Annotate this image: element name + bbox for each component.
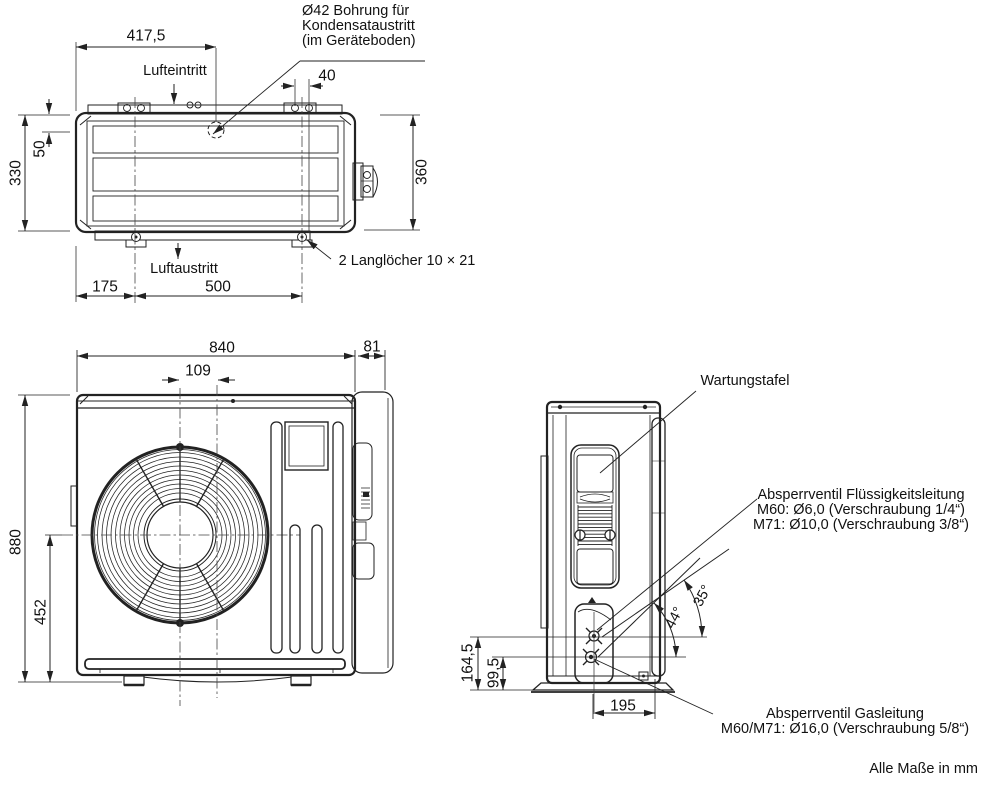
liquid-valve-note-line-1: Absperrventil Flüssigkeitsleitung <box>757 487 965 503</box>
units-note: Alle Maße in mm <box>869 761 978 777</box>
top-view-grille-slats <box>92 125 339 222</box>
gas-valve-note-line-1: Absperrventil Gasleitung <box>766 706 924 722</box>
dim-label-880: 880 <box>7 529 25 555</box>
front-view-drawing <box>18 350 394 706</box>
dim-label-175: 175 <box>92 278 118 296</box>
dim-label-99-5: 99,5 <box>485 657 503 689</box>
pipe-angle-lines <box>597 548 730 658</box>
liquid-valve-note-line-2: M60: Ø6,0 (Verschraubung 1/4“) <box>757 501 965 518</box>
dim-label-195: 195 <box>610 697 636 715</box>
dim-label-840: 840 <box>209 339 235 357</box>
dim-label-50: 50 <box>31 140 49 158</box>
front-view-rear-panel <box>351 391 394 674</box>
dim-label-500: 500 <box>205 278 231 296</box>
drain-note-line-2: Kondensataustritt <box>302 17 415 34</box>
service-panel <box>570 444 620 589</box>
base-plate <box>531 682 675 691</box>
top-view-leaders <box>170 60 425 260</box>
liquid-valve-note: Absperrventil Flüssigkeitsleitung M60: Ø… <box>750 488 972 532</box>
top-view-pipe-connector <box>352 162 378 201</box>
drain-note-line-1: Ø42 Bohrung für <box>302 3 410 19</box>
gas-valve-note: Absperrventil Gasleitung M60/M71: Ø16,0 … <box>710 707 980 737</box>
top-view-dimension-lines <box>18 43 420 300</box>
dim-label-164-5: 164,5 <box>459 643 477 683</box>
dim-label-417-5: 417,5 <box>126 27 166 45</box>
liquid-valve-note-line-3: M71: Ø10,0 (Verschraubung 3/8“) <box>752 516 969 533</box>
side-view-dimension-lines <box>474 637 655 717</box>
dim-label-40: 40 <box>318 67 336 85</box>
nameplate <box>284 421 329 471</box>
dim-label-109: 109 <box>185 362 211 380</box>
slot-note-label: 2 Langlöcher 10 × 21 <box>338 252 476 269</box>
drain-note: Ø42 Bohrung für Kondensataustritt (im Ge… <box>302 4 416 48</box>
front-view-dimension-lines <box>18 350 386 683</box>
service-panel-label: Wartungstafel <box>700 372 790 389</box>
drain-hole <box>207 121 225 139</box>
air-outlet-label: Luftaustritt <box>150 260 218 277</box>
dim-label-330: 330 <box>7 160 25 186</box>
side-view-drawing <box>470 390 758 719</box>
dim-label-81: 81 <box>363 338 381 356</box>
dim-label-360: 360 <box>413 159 431 185</box>
side-view-body-outline <box>545 400 662 685</box>
air-inlet-label: Lufteintritt <box>143 62 207 79</box>
dim-label-452: 452 <box>32 599 50 625</box>
side-view-leaders <box>593 390 758 715</box>
front-view-side-vents <box>270 421 344 654</box>
top-view-body-outline <box>74 111 357 234</box>
drain-note-line-3: (im Geräteboden) <box>302 32 416 49</box>
gas-valve-note-line-2: M60/M71: Ø16,0 (Verschraubung 5/8“) <box>720 720 970 737</box>
top-view-drawing <box>18 42 425 303</box>
